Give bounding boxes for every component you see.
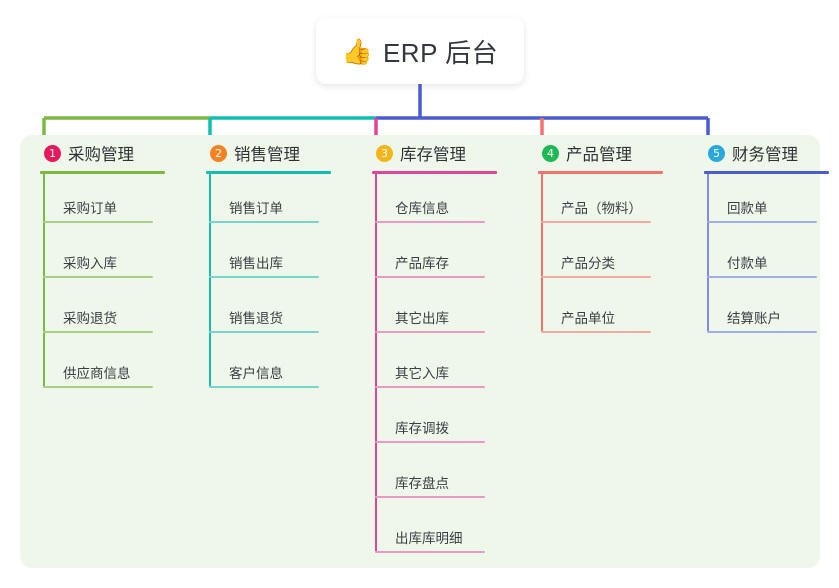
leaf-rule: [209, 386, 319, 388]
leaf-label: 客户信息: [229, 366, 283, 381]
leaf-label: 采购订单: [63, 201, 117, 216]
root-node[interactable]: 👍 ERP 后台: [316, 18, 524, 84]
leaf-label: 销售订单: [229, 201, 283, 216]
leaf-item[interactable]: 其它入库: [375, 362, 485, 388]
column-header-5[interactable]: 5 财务管理: [684, 135, 839, 171]
leaf-item[interactable]: 出库库明细: [375, 527, 485, 553]
leaf-item[interactable]: 客户信息: [209, 362, 319, 388]
column-spine-2: [209, 174, 211, 386]
leaf-label: 产品库存: [395, 256, 449, 271]
leaf-label: 仓库信息: [395, 201, 449, 216]
leaf-item[interactable]: 采购入库: [43, 252, 153, 278]
column-header-1[interactable]: 1 采购管理: [20, 135, 180, 171]
column-header-4[interactable]: 4 产品管理: [518, 135, 678, 171]
leaf-label: 销售退货: [229, 311, 283, 326]
column-spine-5: [707, 174, 709, 331]
column-1: 1 采购管理采购订单采购入库采购退货供应商信息: [20, 135, 180, 388]
column-title-1: 采购管理: [68, 146, 134, 164]
column-title-5: 财务管理: [732, 146, 798, 164]
leaf-rule: [375, 441, 485, 443]
leaf-label: 销售出库: [229, 256, 283, 271]
column-badge-5: 5: [708, 144, 725, 162]
leaf-item[interactable]: 产品库存: [375, 252, 485, 278]
leaf-rule: [375, 276, 485, 278]
column-spine-3: [375, 174, 377, 551]
column-badge-4: 4: [542, 144, 559, 162]
column-header-2[interactable]: 2 销售管理: [186, 135, 346, 171]
leaf-item[interactable]: 销售出库: [209, 252, 319, 278]
root-title: ERP 后台: [382, 37, 499, 68]
leaf-item[interactable]: 采购退货: [43, 307, 153, 333]
leaf-label: 供应商信息: [63, 366, 131, 381]
leaf-label: 回款单: [727, 201, 768, 216]
column-4: 4 产品管理产品（物料） 产品分类产品单位: [518, 135, 678, 333]
column-3: 3 库存管理仓库信息产品库存其它出库其它入库库存调拨库存盘点出库库明细: [352, 135, 512, 553]
leaf-item[interactable]: 销售退货: [209, 307, 319, 333]
leaf-rule: [43, 386, 153, 388]
leaf-rule: [375, 496, 485, 498]
leaf-item[interactable]: 销售订单: [209, 197, 319, 223]
leaf-rule: [375, 221, 485, 223]
leaf-rule: [707, 276, 817, 278]
column-title-2: 销售管理: [234, 146, 300, 164]
column-spine-1: [43, 174, 45, 386]
leaf-rule: [541, 276, 651, 278]
leaf-rule: [43, 221, 153, 223]
column-rule-1: [40, 171, 165, 174]
column-badge-2: 2: [210, 144, 227, 162]
leaf-item[interactable]: 供应商信息: [43, 362, 153, 388]
leaf-label: 其它入库: [395, 366, 449, 381]
leaf-label: 采购入库: [63, 256, 117, 271]
column-rule-4: [538, 171, 663, 174]
leaf-item[interactable]: 付款单: [707, 252, 817, 278]
leaf-label: 产品单位: [561, 311, 615, 326]
leaf-rule: [707, 331, 817, 333]
leaf-item[interactable]: 采购订单: [43, 197, 153, 223]
leaf-item[interactable]: 其它出库: [375, 307, 485, 333]
column-title-4: 产品管理: [566, 146, 632, 164]
leaf-label: 产品分类: [561, 256, 615, 271]
leaf-item[interactable]: 回款单: [707, 197, 817, 223]
leaf-rule: [707, 221, 817, 223]
column-rule-5: [704, 171, 829, 174]
column-rule-3: [372, 171, 497, 174]
column-2: 2 销售管理销售订单销售出库销售退货客户信息: [186, 135, 346, 388]
leaf-item[interactable]: 产品分类: [541, 252, 651, 278]
leaf-rule: [43, 331, 153, 333]
column-5: 5 财务管理回款单付款单结算账户: [684, 135, 839, 333]
leaf-rule: [375, 551, 485, 553]
leaf-item[interactable]: 产品（物料）: [541, 197, 651, 223]
leaf-label: 其它出库: [395, 311, 449, 326]
leaf-label: 产品（物料）: [561, 201, 642, 216]
leaf-label: 库存调拨: [395, 421, 449, 436]
thumbs-up-icon: 👍: [341, 36, 373, 66]
leaf-rule: [209, 221, 319, 223]
leaf-rule: [209, 276, 319, 278]
column-rule-2: [206, 171, 331, 174]
column-spine-4: [541, 174, 543, 331]
leaf-label: 采购退货: [63, 311, 117, 326]
leaf-rule: [541, 331, 651, 333]
leaf-item[interactable]: 产品单位: [541, 307, 651, 333]
column-badge-3: 3: [376, 144, 393, 162]
leaf-label: 出库库明细: [395, 531, 463, 546]
leaf-label: 付款单: [727, 256, 768, 271]
leaf-item[interactable]: 库存盘点: [375, 472, 485, 498]
column-badge-1: 1: [44, 144, 61, 162]
leaf-rule: [209, 331, 319, 333]
leaf-rule: [541, 221, 651, 223]
leaf-rule: [375, 331, 485, 333]
columns-panel: 1 采购管理采购订单采购入库采购退货供应商信息 2 销售管理销售订单销售出库销售退货客…: [20, 135, 829, 568]
column-header-3[interactable]: 3 库存管理: [352, 135, 512, 171]
column-title-3: 库存管理: [400, 146, 466, 164]
leaf-rule: [43, 276, 153, 278]
leaf-label: 库存盘点: [395, 476, 449, 491]
leaf-item[interactable]: 仓库信息: [375, 197, 485, 223]
leaf-item[interactable]: 库存调拨: [375, 417, 485, 443]
leaf-label: 结算账户: [727, 311, 781, 326]
leaf-rule: [375, 386, 485, 388]
leaf-item[interactable]: 结算账户: [707, 307, 817, 333]
